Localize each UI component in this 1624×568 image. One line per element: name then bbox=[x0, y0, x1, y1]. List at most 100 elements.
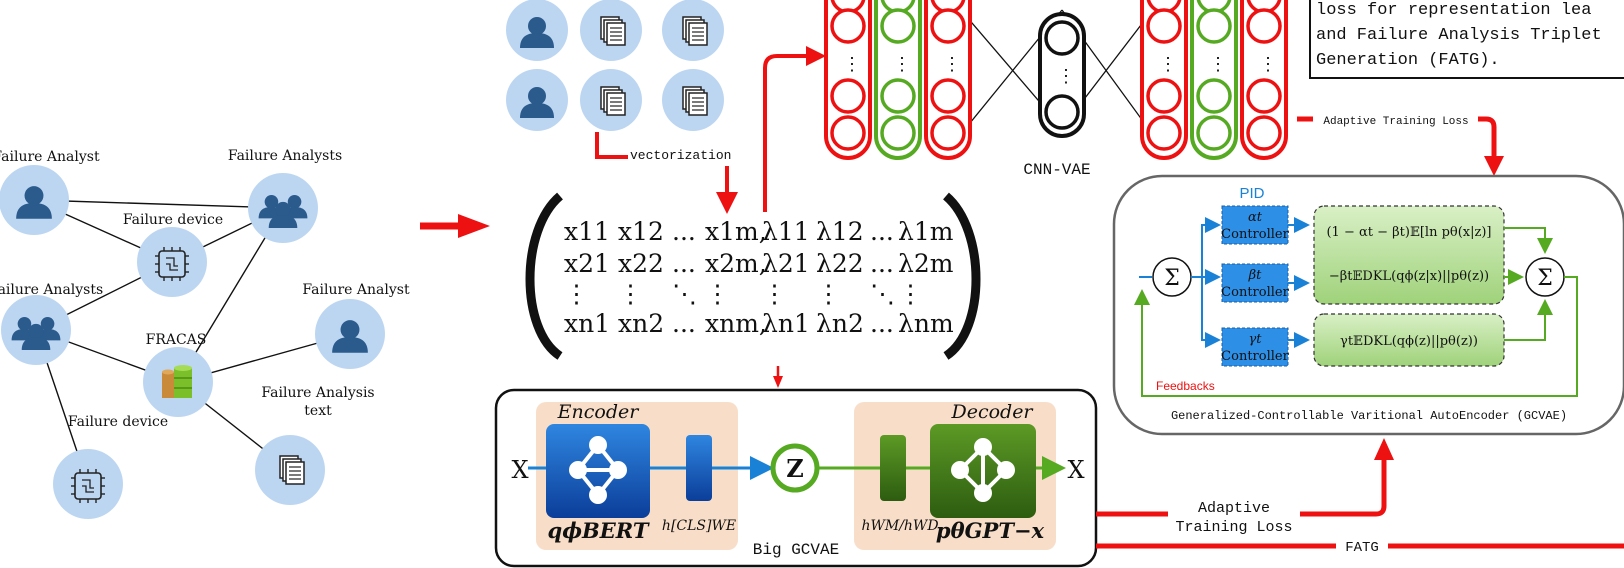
adaptive-loss-bottom-line2: Training Loss bbox=[1175, 519, 1292, 536]
neuron bbox=[1246, 115, 1282, 151]
matrix-cell: x21 bbox=[564, 249, 610, 278]
node-analysts-top-right bbox=[248, 173, 318, 243]
neuron bbox=[1146, 8, 1182, 44]
beta-controller: βt Controller bbox=[1221, 263, 1290, 303]
neuron bbox=[880, 115, 916, 151]
term3-text: γt𝔼DKL(qϕ(z)||pθ(z)) bbox=[1340, 334, 1478, 349]
gamma-symbol: γt bbox=[1249, 332, 1263, 347]
matrix-cell: ... bbox=[870, 309, 894, 338]
term2-text: −βt𝔼DKL(qϕ(z|x)||pθ(z)) bbox=[1329, 269, 1489, 284]
adaptive-loss-bottom-line1: Adaptive bbox=[1198, 500, 1270, 517]
description-box: loss for representation lea and Failure … bbox=[1309, 0, 1624, 79]
adaptive-loss-bottom-connector bbox=[1096, 438, 1394, 517]
gcvae-panel: Σ PID αt Controller βt Controller γt Con… bbox=[1112, 174, 1624, 436]
neuron bbox=[1196, 78, 1232, 114]
matrix-cell: ⋮ bbox=[762, 279, 787, 308]
neuron bbox=[830, 8, 866, 44]
sum-symbol-left: Σ bbox=[1164, 266, 1180, 291]
label-analyst-right: Failure Analyst bbox=[302, 282, 410, 298]
neuron bbox=[830, 115, 866, 151]
encoder-label: Encoder bbox=[557, 401, 641, 423]
ellipsis-mark: ⋮ bbox=[1159, 54, 1177, 74]
neuron bbox=[1246, 8, 1282, 44]
matrix-cell: λ12 bbox=[816, 217, 864, 246]
gcvae-caption: Generalized-Controllable Varitional Auto… bbox=[1171, 409, 1567, 423]
big-gcvae-caption: Big GCVAE bbox=[753, 541, 839, 559]
matrix-cell: λ1m bbox=[898, 217, 954, 246]
matrix-cell: ⋮ bbox=[705, 279, 730, 308]
ellipsis-mark: ⋮ bbox=[1057, 66, 1075, 86]
matrix-cell: ... bbox=[672, 217, 696, 246]
neuron bbox=[830, 78, 866, 114]
matrix-cell: λ11 bbox=[762, 217, 810, 246]
neuron bbox=[930, 78, 966, 114]
network-icon bbox=[569, 436, 627, 504]
term-kl-marginal: γt𝔼DKL(qϕ(z)||pθ(z)) bbox=[1313, 313, 1505, 367]
node-fa-text bbox=[255, 435, 325, 505]
latent-neuron bbox=[1044, 20, 1080, 56]
source-icons bbox=[506, 0, 724, 131]
matrix-cell: ⋮ bbox=[816, 279, 841, 308]
description-line3: Generation (FATG). bbox=[1316, 51, 1500, 70]
label-device-top: Failure device bbox=[123, 212, 223, 228]
big-gcvae-panel: Encoder Decoder bbox=[494, 388, 1098, 568]
label-fa-text-line1: Failure Analysis bbox=[261, 385, 374, 401]
matrix-cell: x22 bbox=[618, 249, 664, 278]
beta-controller-label: Controller bbox=[1221, 285, 1289, 300]
gamma-controller: γt Controller bbox=[1221, 327, 1290, 367]
ellipsis-mark: ⋮ bbox=[943, 54, 961, 74]
pid-label: PID bbox=[1239, 185, 1264, 202]
label-analysts-left: Failure Analysts bbox=[0, 282, 103, 298]
label-device-bottom: Failure device bbox=[68, 414, 168, 430]
matrix-cell: xn1 bbox=[564, 309, 610, 338]
cnn-vae-label: CNN-VAE bbox=[1023, 161, 1090, 179]
neuron bbox=[880, 78, 916, 114]
neuron bbox=[1246, 78, 1282, 114]
neuron bbox=[1146, 78, 1182, 114]
latent-neuron bbox=[1044, 94, 1080, 130]
matrix-cell: ⋱ bbox=[672, 279, 697, 308]
matrix-cell: x12 bbox=[618, 217, 664, 246]
hw-label: hWM/hWD bbox=[861, 518, 938, 534]
documents-icon bbox=[682, 86, 708, 116]
output-x-label: X bbox=[1067, 456, 1084, 484]
matrix-cell: λ21 bbox=[762, 249, 810, 278]
node-device-bottom bbox=[53, 449, 123, 519]
node-fracas bbox=[143, 347, 213, 417]
documents-icon bbox=[600, 16, 626, 46]
graph-to-matrix-arrow bbox=[420, 214, 490, 238]
matrix-cell: ⋮ bbox=[564, 279, 589, 308]
matrix-cell: xnm, bbox=[705, 309, 767, 338]
matrix-cell: ... bbox=[672, 309, 696, 338]
p-label: pθGPT−x bbox=[936, 518, 1045, 543]
matrix-cell: λn2 bbox=[816, 309, 864, 338]
matrix-to-cnnvae-arrow bbox=[763, 46, 826, 212]
ellipsis-mark: ⋮ bbox=[1259, 54, 1277, 74]
label-fracas: FRACAS bbox=[146, 332, 207, 348]
adaptive-loss-top-label: Adaptive Training Loss bbox=[1323, 116, 1468, 128]
documents-icon bbox=[600, 86, 626, 116]
label-analyst-top: Failure Analyst bbox=[0, 149, 100, 165]
node-device-top bbox=[137, 227, 207, 297]
documents-icon bbox=[682, 16, 708, 46]
network-icon bbox=[951, 438, 1015, 502]
q-label: qϕBERT bbox=[548, 518, 650, 543]
adaptive-loss-top-connector bbox=[1297, 116, 1504, 176]
matrix-cell: ⋮ bbox=[618, 279, 643, 308]
encoder-projection bbox=[686, 435, 712, 501]
matrix-cell: x1m, bbox=[705, 217, 767, 246]
database-icon bbox=[161, 364, 193, 399]
decoder-projection bbox=[880, 435, 906, 501]
matrix-cell: x2m, bbox=[705, 249, 767, 278]
matrix-cell: λn1 bbox=[762, 309, 810, 338]
alpha-controller: αt Controller bbox=[1221, 205, 1290, 245]
node-analyst-right bbox=[315, 299, 385, 369]
matrix-cell: xn2 bbox=[618, 309, 664, 338]
term-reconstruction: (1 − αt − βt)𝔼[ln pθ(x|z)] −βt𝔼DKL(qϕ(z|… bbox=[1313, 205, 1505, 305]
neuron bbox=[930, 8, 966, 44]
vectorization-label: vectorization bbox=[630, 148, 731, 163]
matrix-cell: λ22 bbox=[816, 249, 864, 278]
beta-symbol: βt bbox=[1248, 268, 1263, 283]
